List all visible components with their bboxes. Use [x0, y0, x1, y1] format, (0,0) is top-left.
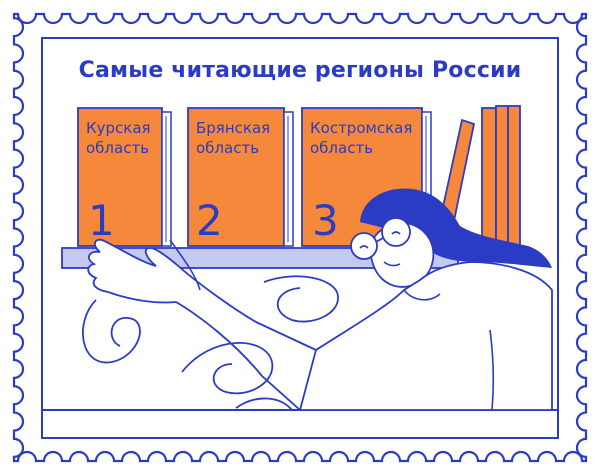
book-3-label: Костромская область [310, 119, 413, 157]
poster-title: Самые читающие регионы России [78, 58, 522, 83]
book-2 [187, 107, 294, 247]
book-2-rank: 2 [196, 196, 223, 245]
decorative-swirls [82, 275, 339, 411]
reader-hand [87, 238, 263, 377]
book-1 [77, 107, 172, 247]
book-1-rank: 1 [88, 196, 115, 245]
stamp-inner-frame [41, 37, 559, 439]
reader-body [298, 261, 553, 411]
book-1-label: Курская область [86, 119, 151, 157]
glasses-icon [350, 217, 411, 260]
stamp-perforated-border [12, 12, 588, 463]
reader-hair [360, 188, 552, 268]
book-3-rank: 3 [312, 196, 339, 245]
book-2-label: Брянская область [196, 119, 271, 157]
